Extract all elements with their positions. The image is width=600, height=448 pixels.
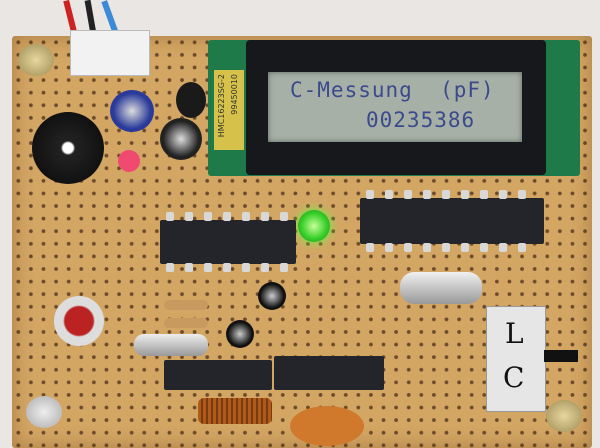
ic-pin <box>204 263 212 272</box>
resistor <box>164 318 208 328</box>
standoff-bottom-right <box>546 400 582 432</box>
ic-pin <box>261 212 269 221</box>
sticker-model: HMC16223SG-2 <box>217 74 226 138</box>
switch-label-l: L <box>505 317 524 350</box>
ic-pin <box>280 263 288 272</box>
ic-pin <box>261 263 269 272</box>
ic-pin <box>366 190 374 199</box>
lcd-line-1: C-Messung (pF) <box>290 78 495 102</box>
ic-pin <box>518 190 526 199</box>
ic-pin <box>242 212 250 221</box>
ic-pin <box>480 190 488 199</box>
ic-pin <box>518 243 526 252</box>
ic-pin <box>166 212 174 221</box>
ic-pin <box>385 243 393 252</box>
ic-pin <box>204 212 212 221</box>
capacitor-small <box>258 282 286 310</box>
ic-pin <box>185 212 193 221</box>
capacitor-axial <box>134 334 208 356</box>
ic-pin <box>385 190 393 199</box>
switch-lever[interactable] <box>544 350 578 362</box>
standoff-top-left <box>18 44 54 76</box>
ic-microcontroller <box>360 190 544 252</box>
ic-pin <box>461 243 469 252</box>
crystal-oscillator <box>400 272 482 304</box>
standoff-bottom-left <box>26 396 62 428</box>
ic-pin <box>442 190 450 199</box>
rotary-dip-switch[interactable] <box>54 296 104 346</box>
resistor <box>164 300 208 310</box>
ic-pin <box>223 263 231 272</box>
ic-pin <box>223 212 231 221</box>
ic-op-amp <box>160 212 296 272</box>
switch-label-c: C <box>503 361 525 394</box>
header-socket <box>274 356 384 390</box>
ic-pin <box>280 212 288 221</box>
connector <box>70 30 150 76</box>
ic-pin <box>423 243 431 252</box>
header-socket <box>164 360 272 390</box>
led-green <box>298 210 330 242</box>
lcd-line-2: 00235386 <box>366 108 476 132</box>
led-red <box>118 150 140 172</box>
lc-mode-switch[interactable]: L C <box>486 306 546 412</box>
lcd-display: C-Messung (pF) 00235386 <box>268 72 522 142</box>
capacitor-electrolytic <box>160 118 202 160</box>
trimmer-potentiometer[interactable] <box>32 112 104 184</box>
capacitor-tantalum <box>290 406 364 446</box>
ic-pin <box>185 263 193 272</box>
ic-pin <box>480 243 488 252</box>
capacitor-small <box>226 320 254 348</box>
ic-pin <box>242 263 250 272</box>
ic-pin <box>461 190 469 199</box>
sticker-code: 99450010 <box>230 74 239 115</box>
transistor <box>176 82 206 118</box>
lcd-label-sticker: HMC16223SG-2 99450010 <box>214 70 244 150</box>
inductor <box>198 398 272 424</box>
ic-pin <box>499 243 507 252</box>
ic-pin <box>404 243 412 252</box>
ic-pin <box>423 190 431 199</box>
ic-pin <box>366 243 374 252</box>
ic-pin <box>404 190 412 199</box>
ic-pin <box>499 190 507 199</box>
ic-pin <box>442 243 450 252</box>
ic-pin <box>166 263 174 272</box>
capacitor-electrolytic <box>110 90 154 132</box>
